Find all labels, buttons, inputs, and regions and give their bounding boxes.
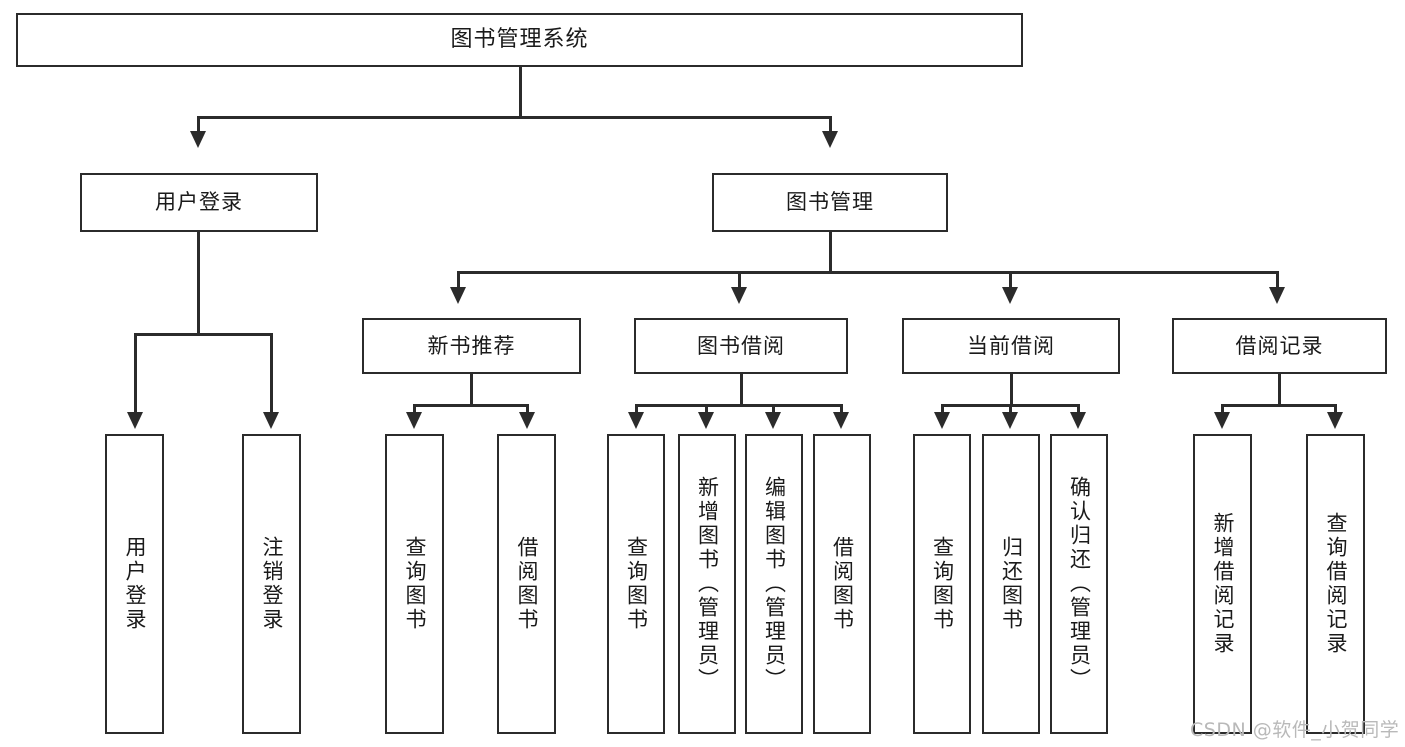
arrow-to-new-book-recommend — [450, 287, 466, 304]
connector-to-book-management — [829, 116, 832, 135]
node-label: 归还图书 — [999, 536, 1024, 632]
arrow-user-login-leaf-0 — [127, 412, 143, 429]
arrow-borrow-record-leaf-0 — [1214, 412, 1230, 429]
leaf-user-login-logout[interactable]: 注销登录 — [242, 434, 301, 734]
connector-borrow-record-leaf-1 — [1334, 404, 1337, 416]
connector-borrow-record-stem — [1278, 374, 1281, 406]
connector-to-new-book-recommend — [457, 271, 460, 291]
connector-book-borrow-leaf-3 — [840, 404, 843, 416]
connector-user-login-stem — [197, 232, 200, 335]
node-borrow-record[interactable]: 借阅记录 — [1172, 318, 1387, 374]
node-label: 查询图书 — [930, 536, 955, 632]
connector-new-book-recommend-bus — [413, 404, 529, 407]
node-label: 新增图书（管理员） — [695, 476, 720, 692]
node-label: 借阅记录 — [1235, 333, 1324, 358]
node-current-borrow[interactable]: 当前借阅 — [902, 318, 1120, 374]
node-label: 借阅图书 — [515, 536, 539, 632]
connector-new-book-recommend-leaf-0 — [413, 404, 416, 416]
arrow-new-book-recommend-leaf-0 — [406, 412, 422, 429]
leaf-new-book-recommend-query-book[interactable]: 查询图书 — [385, 434, 444, 734]
connector-book-borrow-leaf-2 — [772, 404, 775, 416]
node-label: 新书推荐 — [427, 333, 516, 358]
node-book-borrow[interactable]: 图书借阅 — [634, 318, 848, 374]
leaf-new-book-recommend-borrow-book[interactable]: 借阅图书 — [497, 434, 556, 734]
leaf-book-borrow-query-book[interactable]: 查询图书 — [607, 434, 665, 734]
leaf-current-borrow-query-book[interactable]: 查询图书 — [913, 434, 971, 734]
arrow-new-book-recommend-leaf-1 — [519, 412, 535, 429]
arrow-to-book-management — [822, 131, 838, 148]
node-label: 图书借阅 — [697, 333, 785, 358]
connector-to-borrow-record — [1276, 271, 1279, 291]
arrow-book-borrow-leaf-3 — [833, 412, 849, 429]
connector-book-borrow-bus — [635, 404, 843, 407]
node-label: 新增借阅记录 — [1211, 512, 1235, 656]
arrow-book-borrow-leaf-0 — [628, 412, 644, 429]
arrow-book-borrow-leaf-2 — [765, 412, 781, 429]
connector-root-stem — [519, 67, 522, 118]
connector-current-borrow-leaf-0 — [941, 404, 944, 416]
leaf-current-borrow-confirm-return-admin[interactable]: 确认归还（管理员） — [1050, 434, 1108, 734]
csdn-watermark: CSDN @软件_小贺同学 — [1190, 719, 1400, 741]
arrow-current-borrow-leaf-0 — [934, 412, 950, 429]
leaf-current-borrow-return-book[interactable]: 归还图书 — [982, 434, 1040, 734]
connector-borrow-record-leaf-0 — [1221, 404, 1224, 416]
arrow-to-book-borrow — [731, 287, 747, 304]
connector-borrow-record-bus — [1221, 404, 1337, 407]
leaf-borrow-record-add-record[interactable]: 新增借阅记录 — [1193, 434, 1252, 734]
connector-user-login-bus — [134, 333, 273, 336]
connector-new-book-recommend-stem — [470, 374, 473, 406]
arrow-borrow-record-leaf-1 — [1327, 412, 1343, 429]
leaf-user-login-login[interactable]: 用户登录 — [105, 434, 164, 734]
connector-book-borrow-stem — [740, 374, 743, 406]
connector-to-current-borrow — [1009, 271, 1012, 291]
node-label: 注销登录 — [260, 536, 284, 632]
connector-level3-bus — [457, 271, 1279, 274]
arrow-current-borrow-leaf-1 — [1002, 412, 1018, 429]
connector-book-borrow-leaf-1 — [705, 404, 708, 416]
node-label: 用户登录 — [123, 536, 147, 632]
node-label: 查询图书 — [624, 536, 649, 632]
node-root-book-management-system[interactable]: 图书管理系统 — [16, 13, 1023, 67]
connector-current-borrow-stem — [1010, 374, 1013, 406]
node-label: 借阅图书 — [830, 536, 855, 632]
leaf-book-borrow-add-book-admin[interactable]: 新增图书（管理员） — [678, 434, 736, 734]
connector-new-book-recommend-leaf-1 — [526, 404, 529, 416]
connector-current-borrow-leaf-1 — [1009, 404, 1012, 416]
node-label: 查询图书 — [403, 536, 427, 632]
arrow-to-current-borrow — [1002, 287, 1018, 304]
node-label: 用户登录 — [155, 190, 243, 215]
node-user-login[interactable]: 用户登录 — [80, 173, 318, 232]
arrow-user-login-leaf-1 — [263, 412, 279, 429]
node-label: 查询借阅记录 — [1324, 512, 1348, 656]
arrow-to-user-login — [190, 131, 206, 148]
connector-to-user-login — [197, 116, 200, 135]
connector-user-login-leaf-0 — [134, 333, 137, 416]
node-label: 图书管理系统 — [450, 27, 589, 53]
arrow-book-borrow-leaf-1 — [698, 412, 714, 429]
leaf-book-borrow-borrow-book[interactable]: 借阅图书 — [813, 434, 871, 734]
connector-user-login-leaf-1 — [270, 333, 273, 416]
arrow-to-borrow-record — [1269, 287, 1285, 304]
leaf-book-borrow-edit-book-admin[interactable]: 编辑图书（管理员） — [745, 434, 803, 734]
connector-level2-bus — [197, 116, 832, 119]
node-label: 编辑图书（管理员） — [762, 476, 787, 692]
connector-current-borrow-leaf-2 — [1077, 404, 1080, 416]
leaf-borrow-record-query-record[interactable]: 查询借阅记录 — [1306, 434, 1365, 734]
node-label: 当前借阅 — [967, 333, 1055, 358]
node-label: 图书管理 — [786, 190, 874, 215]
connector-book-management-stem — [829, 232, 832, 274]
connector-to-book-borrow — [738, 271, 741, 291]
arrow-current-borrow-leaf-2 — [1070, 412, 1086, 429]
node-new-book-recommend[interactable]: 新书推荐 — [362, 318, 581, 374]
connector-book-borrow-leaf-0 — [635, 404, 638, 416]
node-book-management[interactable]: 图书管理 — [712, 173, 948, 232]
node-label: 确认归还（管理员） — [1067, 476, 1092, 692]
